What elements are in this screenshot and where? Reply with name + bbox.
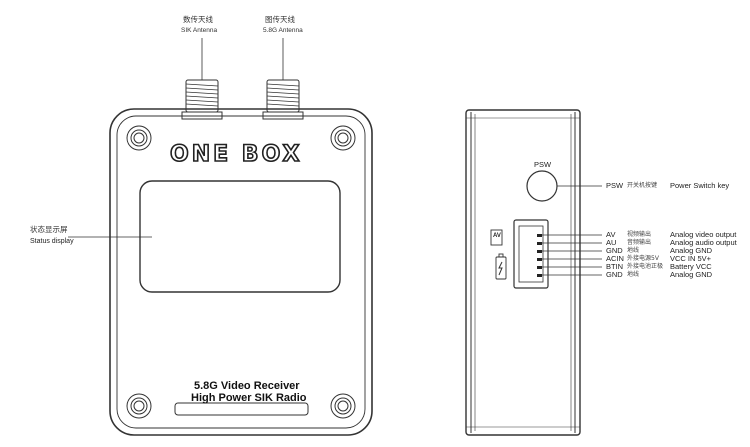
pin-cn: 音频输出 bbox=[627, 239, 652, 246]
sik-antenna-connector bbox=[181, 38, 223, 120]
pin-name: GND bbox=[606, 270, 623, 279]
pin-desc: VCC IN 5V+ bbox=[670, 254, 712, 263]
plate-line-2: High Power SIK Radio bbox=[191, 392, 307, 404]
device-side-body bbox=[465, 109, 581, 436]
status-display-label-en: Status display bbox=[30, 238, 74, 245]
pin-leader-lines bbox=[542, 234, 602, 276]
av-badge-box bbox=[490, 229, 503, 246]
pin-name: AU bbox=[606, 238, 617, 247]
pin-cn: 外接电池正极 bbox=[627, 263, 664, 270]
sik-antenna-label-cn: 数传天线 bbox=[183, 15, 213, 24]
pin-name: AV bbox=[606, 230, 616, 239]
video-antenna-label-en: 5.8G Antenna bbox=[263, 27, 303, 34]
58g-antenna-connector bbox=[262, 38, 304, 120]
device-front-body bbox=[109, 108, 373, 436]
psw-button-label: PSW bbox=[534, 160, 552, 169]
pin-cn: 地线 bbox=[627, 247, 640, 254]
power-pin-label: PSW bbox=[606, 181, 624, 190]
battery-charge-icon bbox=[495, 253, 507, 280]
pin-name: BTIN bbox=[606, 262, 624, 271]
pin-desc: Analog GND bbox=[670, 246, 713, 255]
plate-line-1: 5.8G Video Receiver bbox=[194, 380, 300, 392]
power-switch-button[interactable] bbox=[526, 170, 558, 202]
status-display-label-cn: 状态显示屏 bbox=[30, 225, 68, 234]
pin-name: ACIN bbox=[606, 254, 624, 263]
one-box-logo: ONE BOX bbox=[169, 142, 303, 167]
pin-cn: 外接电源5V bbox=[627, 255, 659, 262]
video-antenna-label-cn: 图传天线 bbox=[265, 15, 295, 24]
power-pin-desc: Power Switch key bbox=[670, 181, 730, 190]
pin-cn: 视频输出 bbox=[627, 231, 652, 238]
pin-desc: Analog video output bbox=[670, 230, 737, 239]
corner-screws bbox=[126, 125, 356, 419]
pin-desc: Analog audio output bbox=[670, 238, 737, 247]
sik-antenna-label-en: SIK Antenna bbox=[181, 27, 218, 34]
pin-desc: Analog GND bbox=[670, 270, 713, 279]
pin-cn: 地线 bbox=[627, 271, 640, 278]
io-connector bbox=[513, 219, 549, 289]
power-pin-cn: 开关机按键 bbox=[627, 182, 658, 189]
pin-desc: Battery VCC bbox=[670, 262, 712, 271]
label-plate-slot bbox=[174, 402, 309, 416]
status-display-screen bbox=[139, 180, 341, 293]
av-badge-text: AV bbox=[493, 233, 501, 239]
pin-name: GND bbox=[606, 246, 623, 255]
